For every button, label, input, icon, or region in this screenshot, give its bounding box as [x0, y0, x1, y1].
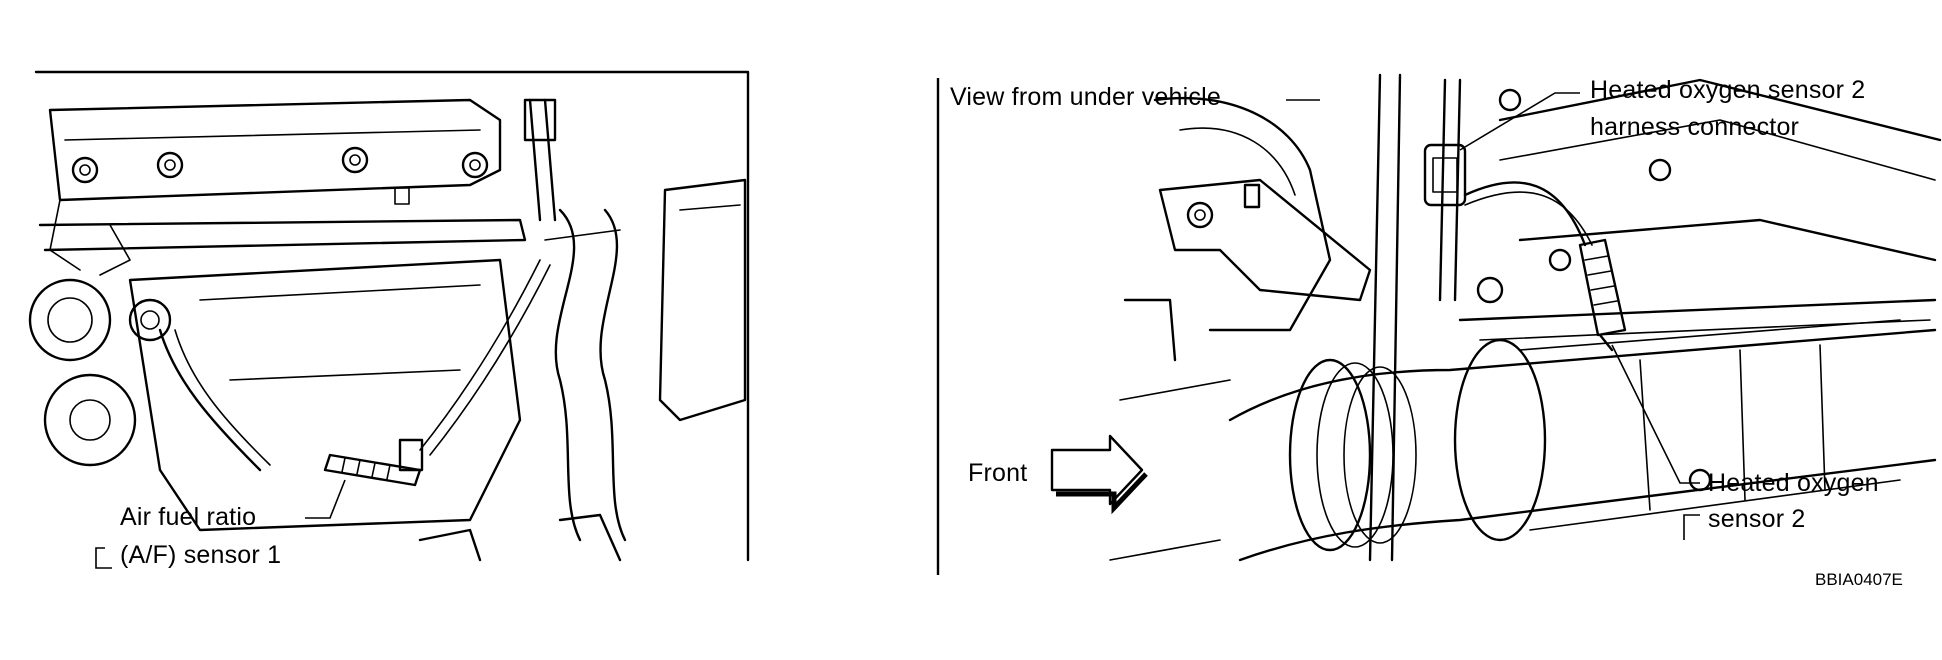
pulley-cluster	[28, 278, 172, 467]
manifold-bolts	[71, 146, 489, 205]
harness-connector-leader	[1459, 92, 1580, 151]
front-arrow	[1050, 434, 1148, 515]
af-sensor-label-line2: (A/F) sensor 1	[120, 541, 282, 569]
af-sensor-1-part	[323, 438, 424, 487]
mount-bracket	[1158, 178, 1372, 302]
view-from-under-vehicle-label: View from under vehicle	[950, 83, 1221, 111]
under-vehicle-illustration	[1050, 73, 1942, 562]
harness-connector-label-line1: Heated oxygen sensor 2	[1590, 76, 1866, 104]
figure-code: BBIA0407E	[1815, 570, 1903, 589]
front-label: Front	[968, 459, 1028, 487]
harness-connector-label-line2: harness connector	[1590, 113, 1800, 141]
heated-oxygen-sensor-2-label-line2: sensor 2	[1708, 505, 1806, 533]
exhaust-pipe	[1228, 319, 1937, 562]
af-sensor-label-line1: Air fuel ratio	[120, 503, 257, 531]
engine-bay-illustration	[28, 70, 750, 562]
heated-oxygen-sensor-2-part	[1578, 238, 1627, 352]
af-sensor-leader-line	[305, 479, 346, 519]
af-sensor-bracket	[95, 547, 112, 569]
heated-oxygen-sensor-2-label-line1: Heated oxygen	[1708, 469, 1879, 497]
harness-connector-part	[1423, 143, 1593, 247]
sensor-2-bracket	[1683, 514, 1700, 540]
radiator-hose	[544, 208, 627, 542]
sensor-2-leader	[1611, 344, 1700, 484]
